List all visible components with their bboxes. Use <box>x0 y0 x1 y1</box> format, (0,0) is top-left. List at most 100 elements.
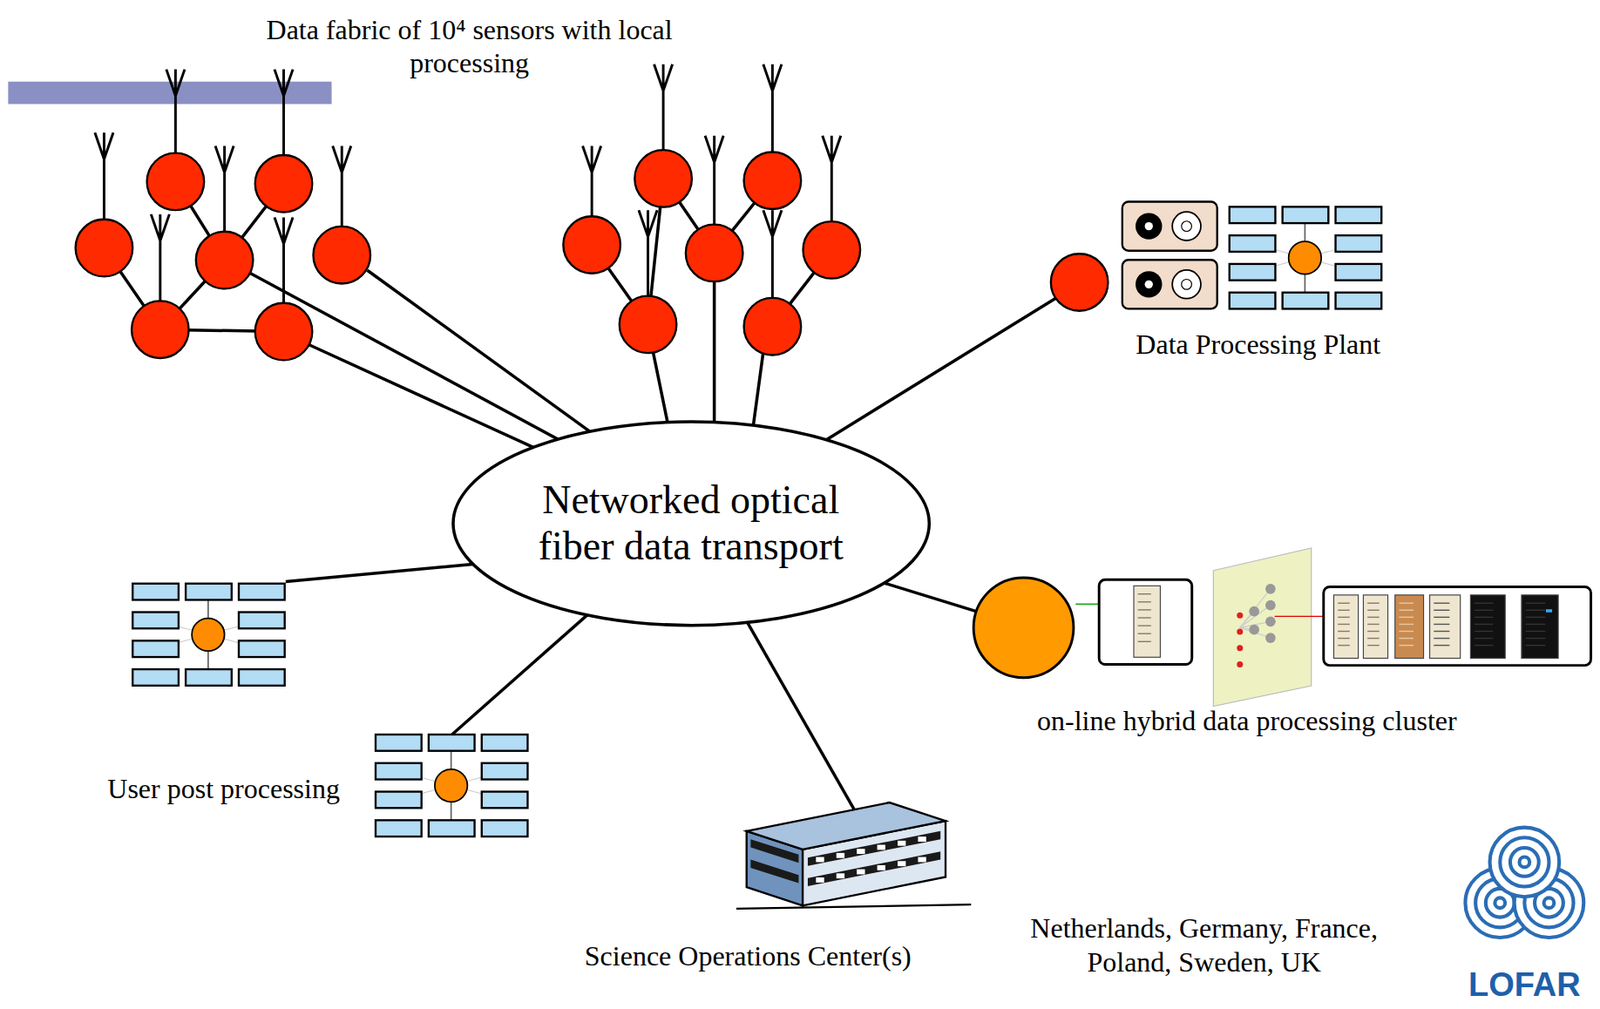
logo-ring <box>1518 857 1530 868</box>
server-icon <box>1133 585 1160 658</box>
logo-ring <box>1494 897 1506 909</box>
computer-box <box>481 792 529 809</box>
lofar-logo <box>1464 827 1584 938</box>
panel-led <box>1236 661 1243 668</box>
sensor-station <box>634 149 692 208</box>
logo-ring <box>1499 837 1549 887</box>
computer-box <box>1229 207 1276 224</box>
side-band <box>751 860 800 884</box>
server-slot <box>1525 637 1546 639</box>
computer-box <box>185 669 232 686</box>
ellipse-border <box>453 421 929 626</box>
window-pane <box>816 877 825 883</box>
sensor-station <box>803 221 862 279</box>
antenna-symbol <box>274 216 293 305</box>
server-icon <box>1470 595 1506 659</box>
antenna-symbol <box>332 145 352 228</box>
server-slot <box>1525 602 1546 604</box>
panel-led <box>1236 644 1243 651</box>
icon-art <box>736 790 971 914</box>
computer-box <box>1335 292 1383 310</box>
computer-box <box>1282 292 1329 310</box>
server-slot <box>1474 630 1493 632</box>
computer-box <box>132 669 179 686</box>
server-slot <box>1337 630 1350 632</box>
server-slot <box>1474 616 1493 617</box>
server-slot <box>1138 640 1152 642</box>
node-label: on-line hybrid data processing cluster <box>1037 703 1458 737</box>
server-slot <box>1367 630 1380 632</box>
server-slot <box>1138 593 1152 595</box>
computer-box <box>1282 207 1329 224</box>
antenna-stroke <box>215 145 234 233</box>
server-slot <box>1525 630 1546 632</box>
server-case <box>1470 595 1506 659</box>
antenna-symbol <box>274 69 293 157</box>
antenna-stroke <box>583 145 602 217</box>
computer-box <box>238 640 285 658</box>
server-frame <box>1098 579 1193 665</box>
antenna-stroke <box>166 69 185 155</box>
panel-port <box>1248 606 1260 617</box>
tape-reel <box>1172 212 1201 242</box>
server-slot <box>1433 637 1450 639</box>
server-slot <box>1367 644 1380 646</box>
server-icon <box>1333 595 1358 659</box>
node-title: Networked optical fiber data transport <box>503 477 879 570</box>
computer-box <box>481 734 529 752</box>
sensor-station <box>196 231 254 290</box>
server-case <box>1395 595 1424 659</box>
server-slot <box>1398 630 1414 632</box>
sensor-station <box>685 224 744 283</box>
antenna-stroke <box>332 145 352 228</box>
server-slot <box>1474 609 1493 611</box>
server-slot <box>1433 630 1450 632</box>
panel-led <box>1236 612 1243 619</box>
ground-line <box>736 905 971 910</box>
server-slot <box>1337 644 1350 646</box>
computer-box <box>375 734 422 752</box>
server-slot <box>1138 609 1152 611</box>
server-slot <box>1367 616 1380 617</box>
server-slot <box>1138 601 1152 603</box>
switch-panel <box>1213 548 1311 706</box>
computer-box <box>1335 207 1383 224</box>
server-icon <box>1362 595 1388 659</box>
antenna-symbol <box>822 135 841 224</box>
server-slot <box>1433 623 1450 625</box>
window-pane <box>836 874 845 880</box>
panel-port <box>1265 616 1276 627</box>
panel-link <box>1274 616 1323 617</box>
server-slot <box>1474 644 1493 646</box>
server-slot <box>1525 616 1546 617</box>
network-ellipse: Networked optical fiber data transport <box>451 420 931 628</box>
antenna-symbol <box>94 132 114 221</box>
server-case <box>1521 595 1559 659</box>
server-slot <box>1337 602 1350 604</box>
antenna-symbol <box>638 210 658 298</box>
sensor-station <box>255 155 313 213</box>
logo-ring <box>1544 897 1555 909</box>
hub-dot <box>434 769 468 802</box>
antenna-symbol <box>215 145 234 233</box>
sensor-station <box>1050 254 1109 312</box>
server-slot <box>1525 623 1546 625</box>
logo-ring <box>1490 827 1560 898</box>
antenna-stroke <box>822 135 841 224</box>
panel-port <box>1265 599 1276 611</box>
window-pane <box>877 845 886 851</box>
sensor-station <box>744 151 802 210</box>
server-case <box>1333 595 1358 659</box>
antenna-symbol <box>763 64 782 154</box>
server-slot <box>1138 624 1152 626</box>
sensor-station <box>131 300 190 359</box>
computer-box <box>1229 235 1276 252</box>
computer-box <box>1229 264 1276 281</box>
computer-box <box>428 734 475 752</box>
antenna-stroke <box>150 214 170 303</box>
server-slot <box>1474 637 1493 639</box>
server-slot <box>1433 616 1450 617</box>
tape-reel <box>1172 270 1201 299</box>
fiber-connector <box>883 583 976 611</box>
computer-box <box>1335 264 1383 281</box>
